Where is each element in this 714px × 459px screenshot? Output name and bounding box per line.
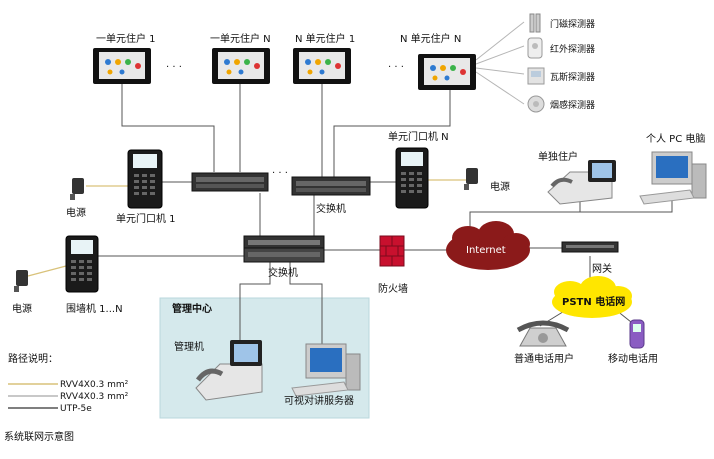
network-lines — [98, 82, 673, 344]
management-console-icon — [195, 340, 263, 401]
server-icon — [291, 343, 361, 397]
firewall-label: 防火墙 — [378, 282, 408, 295]
power-adapter-icon — [70, 178, 84, 200]
door-station-1-label: 单元门口机 1 — [116, 212, 176, 225]
ellipsis-1: · · · — [166, 62, 182, 73]
top-unit-3-label: N 单元住户 1 — [295, 32, 355, 45]
switch-upper-label: 交换机 — [316, 202, 346, 215]
switch-main — [243, 235, 325, 263]
detector-lines — [475, 21, 525, 105]
wall-unit — [65, 235, 99, 293]
left-power-label: 电源 — [66, 206, 86, 219]
smoke-sensor-icon — [527, 95, 545, 113]
wall-unit-label: 围墙机 1...N — [66, 302, 123, 315]
top-unit-1-label: 一单元住户 1 — [96, 32, 156, 45]
single-user-phone-icon — [547, 160, 616, 205]
wall-power-label: 电源 — [12, 302, 32, 315]
door-sensor-label: 门磁探测器 — [550, 18, 595, 30]
door-sensor-icon — [529, 13, 541, 33]
power-adapter-icon — [14, 270, 28, 292]
right-power-label: 电源 — [490, 180, 510, 193]
server-label: 可视对讲服务器 — [284, 394, 354, 407]
firewall-icon — [379, 235, 405, 267]
switch-main-label: 交换机 — [268, 266, 298, 279]
power-lines — [27, 179, 466, 277]
top-unit-2-label: 一单元住户 N — [210, 32, 271, 45]
door-station-n — [395, 147, 429, 209]
legend-item-1: RVV4X0.3 mm² — [60, 380, 129, 390]
pc-icon — [639, 151, 707, 205]
infrared-sensor-icon — [527, 37, 543, 59]
smoke-sensor-label: 烟感探测器 — [550, 99, 595, 111]
top-unit-4-label: N 单元住户 N — [400, 32, 461, 45]
power-adapter-icon — [464, 168, 478, 190]
mobile-phone-icon — [629, 319, 645, 349]
pstn-cloud-icon — [552, 276, 632, 318]
gas-sensor-label: 瓦斯探测器 — [550, 71, 595, 83]
desk-phone-label: 普通电话用户 — [514, 352, 574, 365]
diagram-caption: 系统联网示意图 — [4, 430, 74, 443]
door-station-1 — [127, 149, 163, 209]
internet-label: Internet — [466, 245, 506, 256]
management-console-label: 管理机 — [174, 340, 204, 353]
ellipsis-3: · · · — [272, 168, 288, 179]
gas-sensor-icon — [527, 67, 545, 85]
top-unit-3 — [293, 48, 351, 84]
mobile-phone-label: 移动电话用 — [608, 352, 658, 365]
door-station-n-label: 单元门口机 N — [388, 130, 449, 143]
management-center-title: 管理中心 — [172, 302, 212, 315]
infrared-sensor-label: 红外探测器 — [550, 43, 595, 55]
single-user-label: 单独住户 — [538, 150, 578, 163]
ellipsis-2: · · · — [388, 62, 404, 73]
top-unit-2 — [212, 48, 270, 84]
pstn-label: PSTN 电话网 — [562, 295, 625, 308]
desk-phone-icon — [516, 320, 570, 347]
legend-title: 路径说明： — [8, 352, 58, 365]
legend-item-3: UTP-5e — [60, 404, 92, 414]
pc-label: 个人 PC 电脑 — [646, 132, 705, 145]
top-unit-1 — [93, 48, 151, 84]
top-unit-4 — [418, 54, 476, 90]
internet-cloud-icon — [446, 221, 530, 270]
switch-upper — [291, 176, 371, 196]
gateway-label: 网关 — [592, 262, 612, 275]
gateway-icon — [561, 241, 619, 253]
legend-item-2: RVV4X0.3 mm² — [60, 392, 129, 402]
switch-left — [191, 172, 269, 192]
